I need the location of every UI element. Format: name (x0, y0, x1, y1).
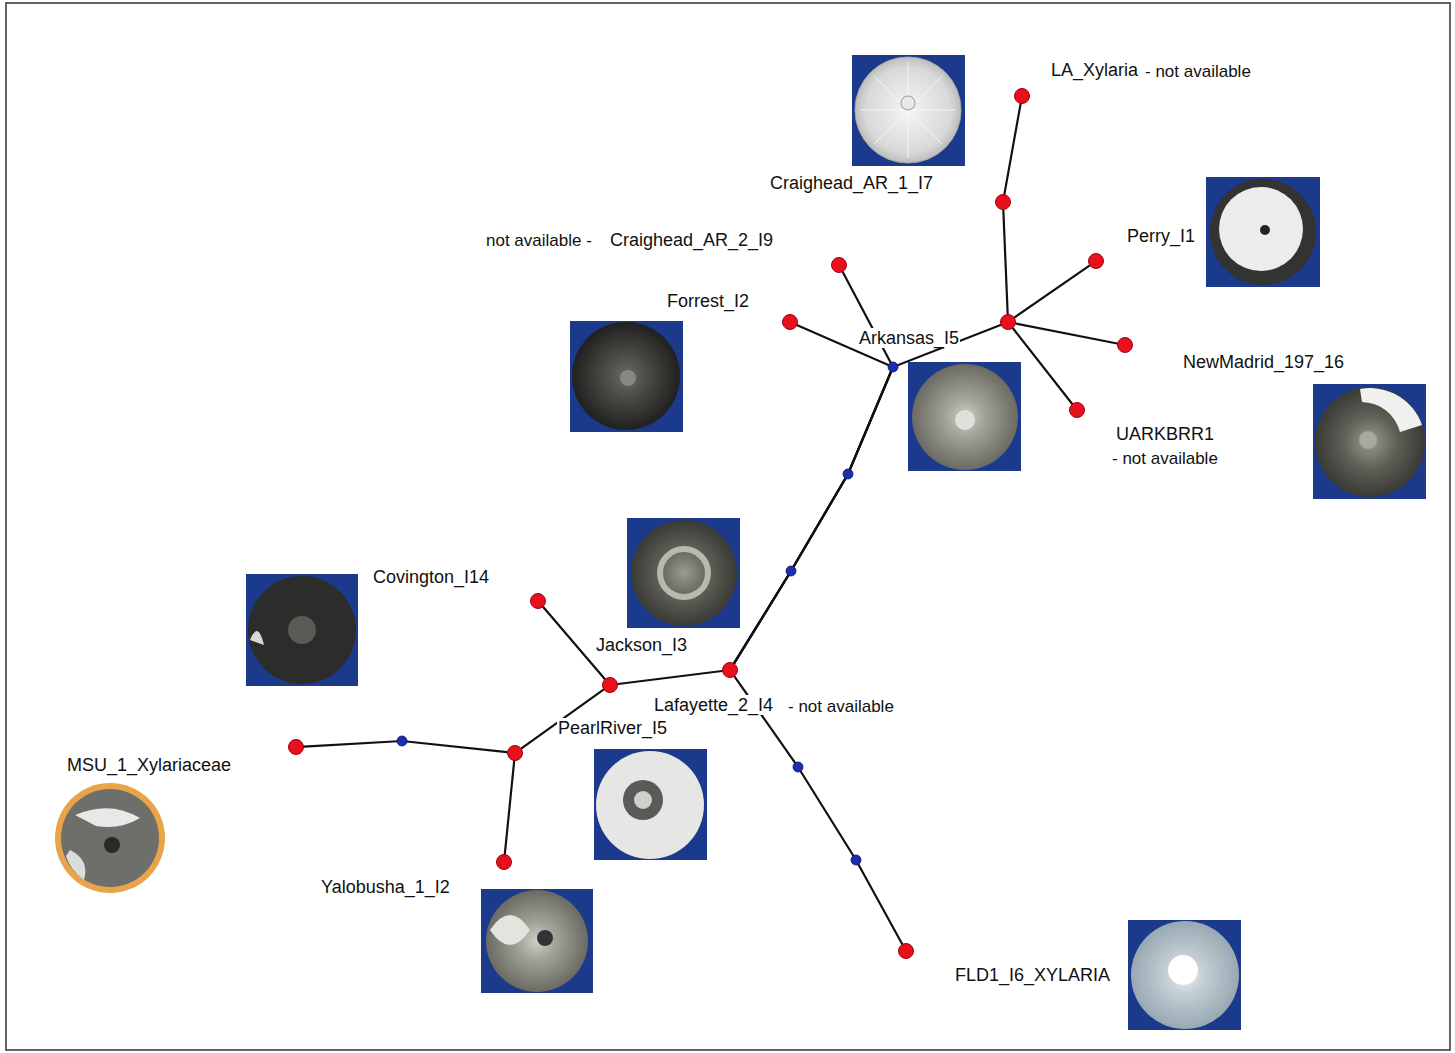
haplotype-node: Perry_I1 (1088, 253, 1104, 269)
label-holder: Arkansas_I5 (858, 328, 960, 350)
label-holder: LA_Xylaria (1050, 60, 1139, 82)
network-link (1013, 328, 1072, 403)
culture-photo (481, 889, 593, 993)
isolate-label: MSU_1_Xylariaceae (66, 755, 232, 775)
label-holder: Forrest_I2 (666, 291, 750, 313)
culture-photo (570, 321, 683, 432)
median-dot (793, 762, 803, 772)
label-holder: Lafayette_2_I4 (653, 695, 774, 717)
label-holder: Perry_I1 (1126, 226, 1196, 248)
culture-photo (852, 55, 965, 166)
label-holder: MSU_1_Xylariaceae (66, 755, 232, 777)
network-link (618, 671, 722, 684)
isolate-label: NewMadrid_197_16 (1182, 352, 1345, 372)
haplotype-node: UARKBRR1- not available (1069, 402, 1085, 418)
isolate-label: FLD1_I6_XYLARIA (954, 965, 1111, 985)
haplotype-node: Lafayette_2_I4- not available (722, 662, 738, 678)
label-holder: NewMadrid_197_16 (1182, 352, 1345, 374)
median-dot (786, 566, 796, 576)
frame (6, 3, 1450, 1050)
haplotype-node: PearlRiver_I5 (507, 745, 523, 761)
isolate-label: UARKBRR1 (1115, 424, 1215, 444)
isolate-label: Jackson_I3 (595, 635, 688, 655)
haplotype-node: MSU_1_Xylariaceae (288, 739, 304, 755)
haplotype-node: Jackson_I3 (602, 677, 618, 693)
culture-photo (627, 518, 740, 628)
isolate-label: Perry_I1 (1126, 226, 1196, 246)
isolate-label: Lafayette_2_I4 (653, 695, 774, 715)
isolate-label: Covington_I14 (372, 567, 490, 587)
haplotype-node: Forrest_I2 (782, 314, 798, 330)
haplotype-node: LA_Xylaria- not available (1014, 88, 1030, 104)
network-link (734, 325, 893, 663)
network-link (1004, 104, 1020, 194)
haplotype-node: Yalobusha_1_I2 (496, 854, 512, 870)
haplotype-node: Craighead_AR_1_I7 (995, 194, 1011, 210)
haplotype-node: Arkansas_I5 (1000, 314, 1016, 330)
label-holder: Craighead_AR_1_I7 (769, 173, 934, 195)
culture-photo (908, 362, 1021, 471)
haplotype-node: not available -Craighead_AR_2_I9 (831, 257, 847, 273)
network-link (734, 325, 1000, 663)
median-dot (888, 362, 898, 372)
network-link (1016, 324, 1117, 344)
label-holder: Yalobusha_1_I2 (320, 877, 451, 899)
isolate-label: Arkansas_I5 (858, 328, 960, 348)
culture-photo (246, 574, 358, 686)
label-holder: not available - (485, 231, 593, 251)
label-holder: Covington_I14 (372, 567, 490, 589)
culture-photo (55, 783, 165, 893)
isolate-label: - not available (787, 697, 895, 716)
haplotype-node: FLD1_I6_XYLARIA (898, 943, 914, 959)
haplotype-node: NewMadrid_197_16 (1117, 337, 1133, 353)
isolate-label: - not available (1144, 62, 1252, 81)
label-holder: - not available (1144, 62, 1252, 82)
culture-photo (594, 749, 707, 860)
label-holder: PearlRiver_I5 (557, 718, 668, 740)
isolate-label: not available - (485, 231, 593, 250)
median-dot (843, 469, 853, 479)
median-dot (397, 736, 407, 746)
median-dot (851, 855, 861, 865)
network-link (735, 677, 903, 944)
label-holder: FLD1_I6_XYLARIA (954, 965, 1111, 987)
label-holder: Jackson_I3 (595, 635, 688, 657)
label-holder: - not available (787, 697, 895, 717)
network-link (1003, 210, 1007, 314)
network-link (1015, 266, 1090, 318)
isolate-label: - not available (1111, 449, 1219, 468)
isolate-label: Yalobusha_1_I2 (320, 877, 451, 897)
isolate-label: PearlRiver_I5 (557, 718, 668, 738)
isolate-label: Craighead_AR_2_I9 (609, 230, 774, 250)
haplotype-node: Covington_I14 (530, 593, 546, 609)
culture-photo (1313, 384, 1426, 499)
isolate-label: Craighead_AR_1_I7 (769, 173, 934, 193)
label-holder: UARKBRR1 (1115, 424, 1215, 446)
network-link (505, 761, 514, 854)
label-holder: Craighead_AR_2_I9 (609, 230, 774, 252)
culture-photo (1128, 920, 1241, 1030)
culture-photo (1206, 177, 1320, 287)
label-holder: - not available (1111, 449, 1219, 469)
isolate-label: LA_Xylaria (1050, 60, 1139, 80)
isolate-label: Forrest_I2 (666, 291, 750, 311)
